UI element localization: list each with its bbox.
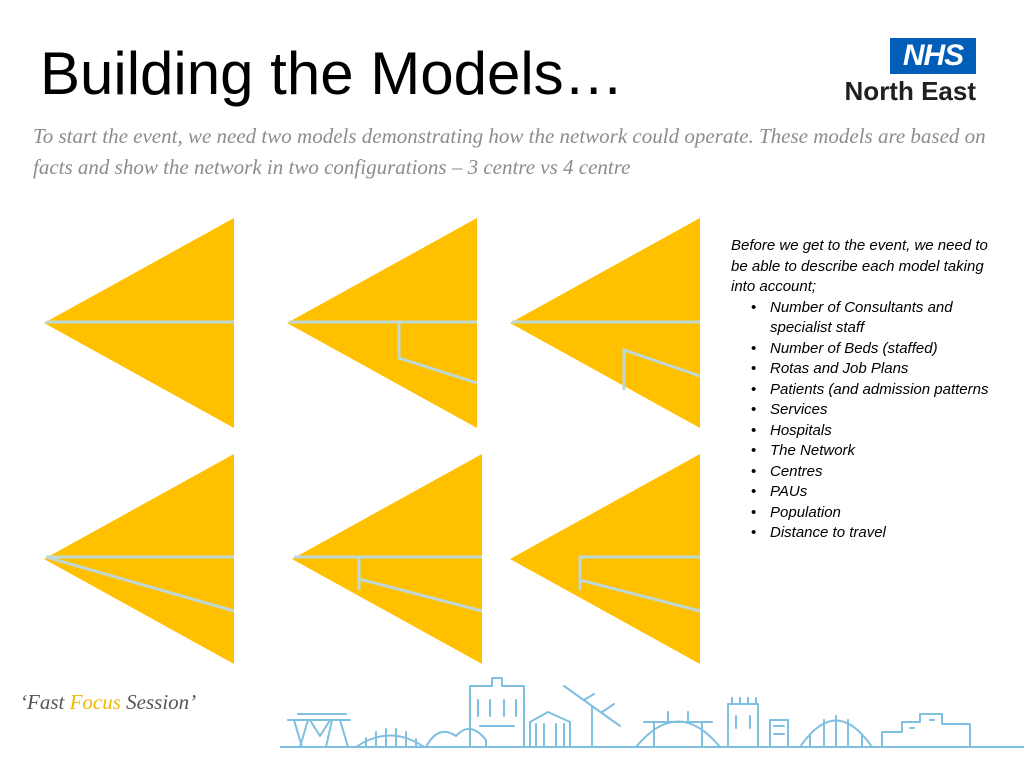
triangle-shape [44, 454, 234, 664]
list-item: Number of Beds (staffed) [751, 339, 993, 360]
branch-line [579, 578, 701, 613]
model-panel-6 [510, 454, 702, 664]
slide-subtitle: To start the event, we need two models d… [33, 124, 986, 179]
list-item: The Network [751, 441, 993, 462]
considerations-panel: Before we get to the event, we need to b… [731, 236, 993, 544]
footer-highlight: Focus [69, 690, 121, 714]
slide-title: Building the Models… [40, 40, 624, 107]
list-item: Rotas and Job Plans [751, 359, 993, 380]
branch-line [622, 347, 701, 390]
nhs-logo-box: NHS [890, 38, 976, 74]
list-item: Hospitals [751, 421, 993, 442]
list-item: Population [751, 503, 993, 524]
list-item: Number of Consultants and specialist sta… [751, 298, 993, 339]
branch-line [578, 555, 700, 590]
considerations-intro: Before we get to the event, we need to b… [731, 237, 988, 295]
footer-suffix: Session’ [120, 690, 197, 714]
models-diagram [0, 210, 712, 670]
branch-line [358, 577, 483, 613]
model-panel-4 [44, 454, 236, 664]
list-item: Services [751, 400, 993, 421]
model-panel-3 [510, 218, 702, 428]
model-panel-5 [292, 454, 484, 664]
triangle-shape [510, 454, 700, 664]
logo-region-label: North East [844, 76, 976, 106]
list-item: Patients (and admission patterns [751, 380, 993, 401]
city-skyline-illustration [280, 677, 1024, 748]
footer-session-label: ‘Fast Focus Session’ [20, 690, 196, 715]
footer-prefix: ‘Fast [20, 690, 70, 714]
considerations-list: Number of Consultants and specialist sta… [731, 298, 993, 544]
list-item: Centres [751, 462, 993, 483]
nhs-north-east-logo: NHS North East [826, 38, 976, 108]
branch-line [397, 322, 478, 385]
list-item: PAUs [751, 482, 993, 503]
branch-line [45, 555, 235, 613]
triangle-shape [292, 454, 482, 664]
list-item: Distance to travel [751, 523, 993, 544]
model-panel-2 [287, 218, 479, 428]
model-panel-1 [44, 218, 236, 428]
